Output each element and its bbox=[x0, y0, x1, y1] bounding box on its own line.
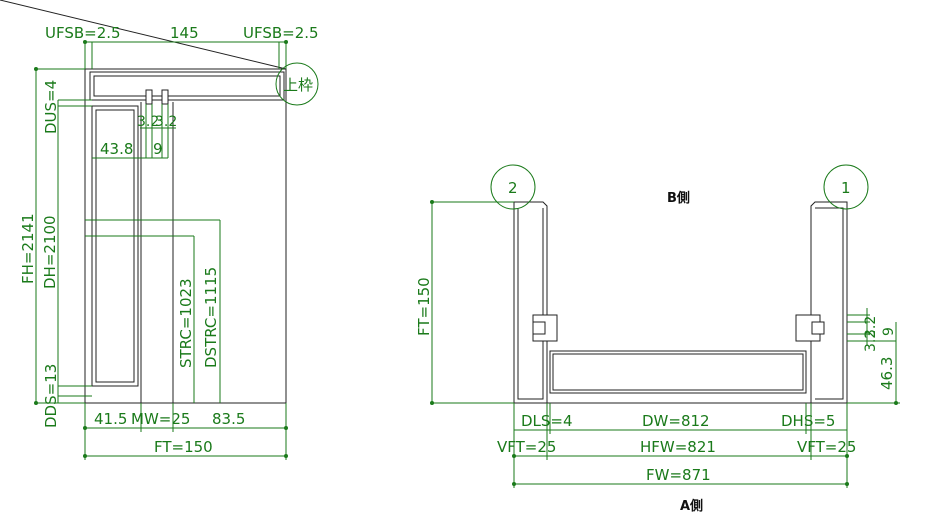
strc-label: STRC=1023 bbox=[177, 278, 195, 368]
side-b-label: B側 bbox=[667, 190, 690, 206]
head-callout-circle bbox=[275, 62, 319, 106]
gap-b-label: 3.2 bbox=[155, 114, 177, 130]
mark-2-label: 2 bbox=[508, 179, 518, 197]
dhs-label: DHS=5 bbox=[781, 412, 835, 430]
dls-label: DLS=4 bbox=[521, 412, 573, 430]
stop-offset-label: 43.8 bbox=[100, 140, 133, 158]
head-label: 上枠 bbox=[283, 76, 313, 94]
plan-gap-b-label: 3.2 bbox=[863, 330, 879, 352]
gap-a-label: 3.2 bbox=[137, 114, 159, 130]
dw-label: DW=812 bbox=[642, 412, 710, 430]
vft-left-label: VFT=25 bbox=[497, 438, 556, 456]
fh-label: FH=2141 bbox=[19, 213, 37, 284]
mark-1-label: 1 bbox=[841, 179, 851, 197]
dh-label: DH=2100 bbox=[41, 215, 59, 289]
dstrc-label: DSTRC=1115 bbox=[202, 267, 220, 368]
section-view: UFSB=2.5 145 UFSB=2.5 上枠 DUS=4 3.2 3.2 4… bbox=[0, 0, 319, 460]
plan-ft-label: FT=150 bbox=[415, 277, 433, 336]
top-width-label: 145 bbox=[170, 24, 199, 42]
ufsb-right-label: UFSB=2.5 bbox=[243, 24, 319, 42]
plan-stop-depth-label: 9 bbox=[881, 327, 897, 336]
plan-gap-a-label: 3.2 bbox=[863, 316, 879, 338]
mark-1-circle bbox=[823, 164, 869, 210]
mw-label: MW=25 bbox=[131, 410, 190, 428]
plan-jamb-offset-label: 46.3 bbox=[878, 357, 896, 390]
section-dimension-lines bbox=[34, 40, 288, 460]
hfw-label: HFW=821 bbox=[640, 438, 716, 456]
plan-dimension-lines bbox=[430, 200, 900, 488]
right-space-label: 83.5 bbox=[212, 410, 245, 428]
plan-frame-outline bbox=[513, 201, 848, 404]
ft-label: FT=150 bbox=[154, 438, 213, 456]
ufsb-left-label: UFSB=2.5 bbox=[45, 24, 121, 42]
mark-2-circle bbox=[490, 164, 536, 210]
stop-depth-label: 9 bbox=[153, 140, 163, 158]
section-frame-outline bbox=[0, 0, 287, 404]
side-a-label: A側 bbox=[680, 498, 703, 514]
plan-view: 2 1 B側 A側 FT=150 3.2 3.2 9 46.3 DLS=4 DW… bbox=[415, 164, 900, 514]
dus-label: DUS=4 bbox=[42, 80, 60, 134]
left-space-label: 41.5 bbox=[94, 410, 127, 428]
dds-label: DDS=13 bbox=[42, 364, 60, 428]
fw-label: FW=871 bbox=[646, 466, 711, 484]
vft-right-label: VFT=25 bbox=[797, 438, 856, 456]
